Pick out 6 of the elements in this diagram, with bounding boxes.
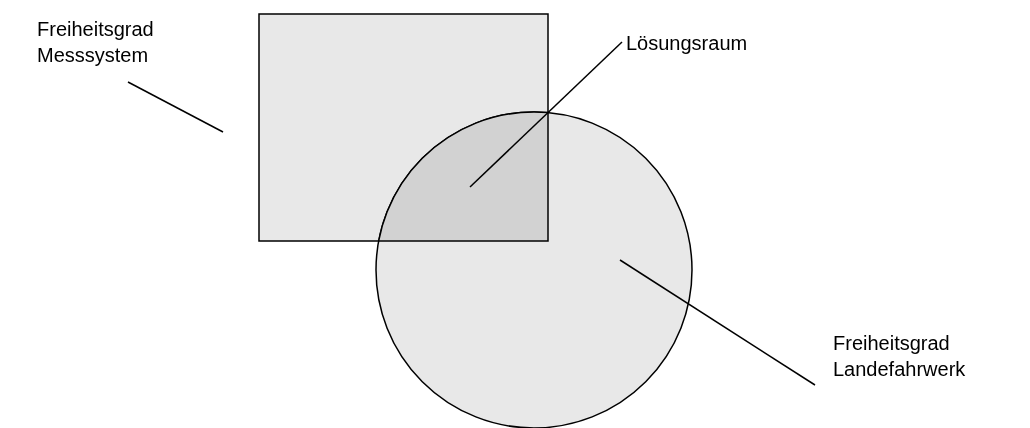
leader-line: [127, 81, 224, 133]
overlap-area: [375, 111, 548, 241]
text-label: Lösungsraum: [626, 30, 766, 56]
leader-line: [619, 259, 816, 386]
text-label: Freiheitsgrad Landefahrwerk: [833, 330, 1023, 382]
text-label: Freiheitsgrad Messsystem: [37, 16, 177, 68]
